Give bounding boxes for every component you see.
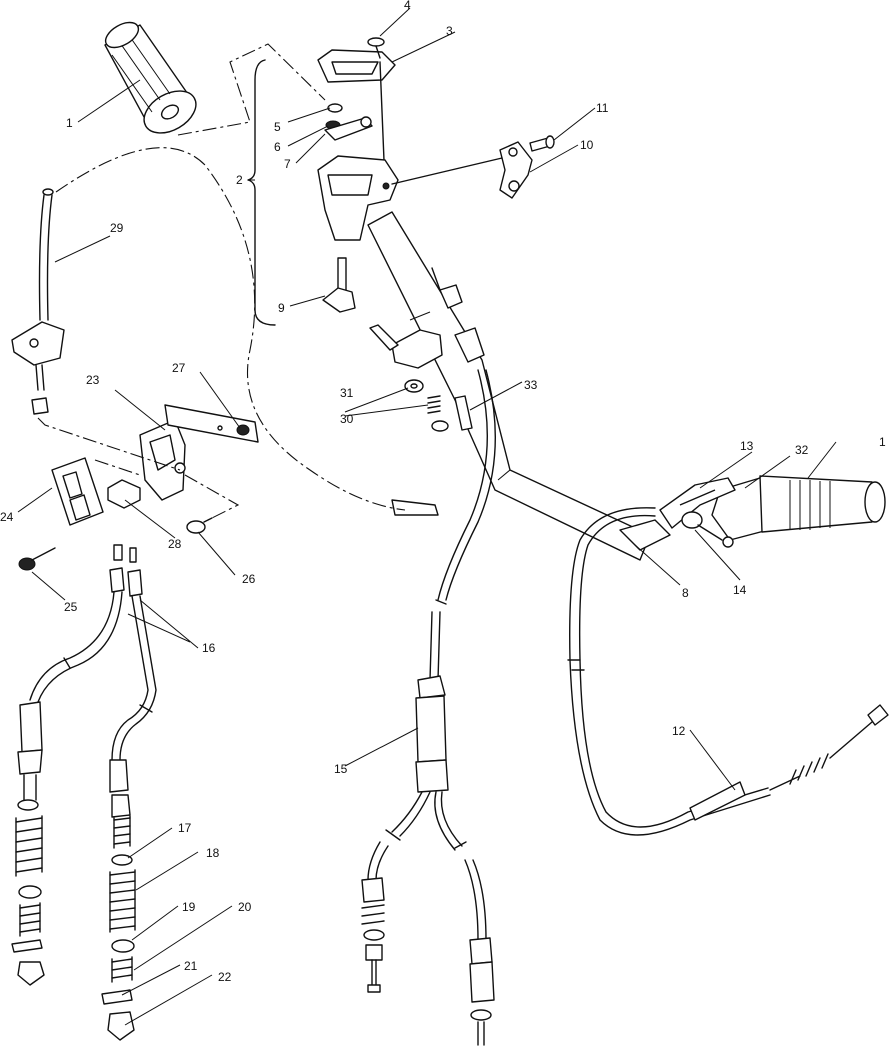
throttle-cover	[317, 49, 396, 83]
callout-14: 14	[733, 583, 747, 597]
bracket-screw	[529, 135, 555, 152]
callout-3: 3	[446, 24, 453, 38]
callout-19: 19	[182, 900, 196, 914]
callout-32: 32	[795, 443, 809, 457]
callout-20: 20	[238, 900, 252, 914]
cable-29	[11, 188, 65, 415]
washer-5	[327, 103, 343, 113]
mount-bracket	[499, 141, 533, 199]
callout-13: 13	[740, 439, 754, 453]
callout-21: 21	[184, 959, 198, 973]
brake-cable	[567, 507, 889, 836]
callout-4: 4	[404, 0, 411, 12]
callouts: 1 1 2 3 4 5 6 7 8 9 10 11 12 13 14 15 16…	[0, 0, 886, 984]
callout-17: 17	[178, 821, 192, 835]
connector-28	[107, 479, 141, 509]
left-spring-stack	[11, 799, 45, 986]
right-spring-stack	[101, 815, 136, 1041]
cable-16-left	[17, 544, 125, 801]
callout-7: 7	[284, 157, 291, 171]
callout-8: 8	[682, 586, 689, 600]
callout-25: 25	[64, 600, 78, 614]
callout-1-right: 1	[879, 435, 886, 449]
lever-clamp-8	[619, 519, 671, 551]
callout-11: 11	[596, 101, 609, 115]
throttle-lever-7	[324, 116, 373, 141]
screw-25	[18, 547, 56, 571]
callout-6: 6	[274, 140, 281, 154]
gasket-24	[51, 457, 104, 526]
callout-27: 27	[172, 361, 186, 375]
right-grip	[711, 475, 886, 541]
callout-1-left: 1	[66, 116, 73, 130]
callout-5: 5	[274, 120, 281, 134]
spring-30	[427, 395, 449, 432]
cable-fitting-upper	[431, 267, 485, 363]
callout-24: 24	[0, 510, 14, 524]
carb-cover-23	[139, 419, 186, 501]
center-cable-lower-right	[464, 859, 495, 1046]
callout-22: 22	[218, 970, 232, 984]
callout-16: 16	[202, 641, 216, 655]
adjuster-9	[322, 257, 356, 313]
pivot-bolt-14	[681, 511, 734, 548]
leader-lines	[17, 7, 837, 1026]
callout-10: 10	[580, 138, 594, 152]
callout-18: 18	[206, 846, 220, 860]
callout-12: 12	[672, 724, 686, 738]
cable-16-right	[109, 547, 157, 818]
callout-26: 26	[242, 572, 256, 586]
washer-31	[404, 379, 424, 393]
center-cable-lower-left	[361, 841, 389, 993]
cover-screw	[367, 37, 385, 59]
callout-2: 2	[236, 173, 243, 187]
callout-30: 30	[340, 412, 354, 426]
tag-33	[454, 395, 473, 431]
callout-31: 31	[340, 386, 354, 400]
callout-28: 28	[168, 537, 182, 551]
brake-lever-13	[659, 477, 736, 529]
gasket-plate	[164, 404, 259, 443]
callout-33: 33	[524, 378, 538, 392]
callout-23: 23	[86, 373, 100, 387]
center-cable	[385, 369, 496, 851]
bar-clamp	[369, 324, 443, 369]
throttle-housing	[317, 155, 399, 241]
left-grip	[104, 21, 197, 134]
callout-29: 29	[110, 221, 124, 235]
callout-15: 15	[334, 762, 348, 776]
callout-9: 9	[278, 301, 285, 315]
